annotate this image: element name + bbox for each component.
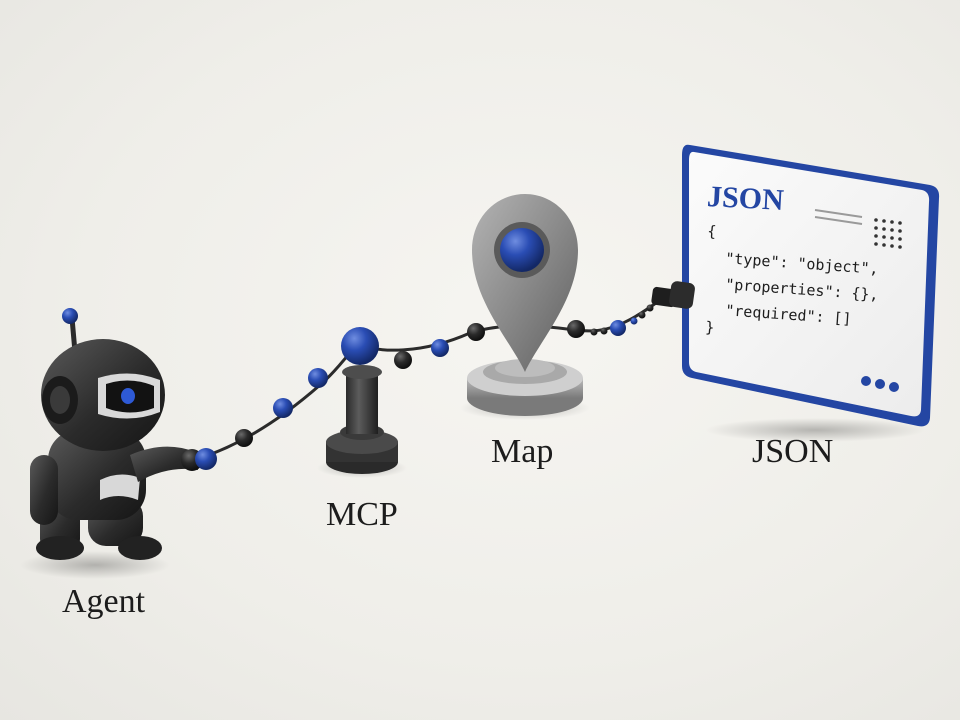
bead: [600, 327, 608, 335]
bead: [590, 328, 598, 336]
bead: [273, 398, 293, 418]
bead: [646, 304, 654, 312]
bead: [467, 323, 485, 341]
connection-wire: [199, 298, 661, 460]
map-label: Map: [491, 433, 554, 470]
bead: [394, 351, 412, 369]
mcp-post-icon: [326, 327, 398, 474]
robot-eye-icon: [121, 388, 135, 404]
antenna-bulb-icon: [62, 308, 78, 324]
more-dots-icon: [861, 376, 899, 392]
map-pin-icon: [467, 194, 583, 416]
bead: [638, 311, 646, 319]
json-card-icon: [682, 144, 940, 427]
bead: [610, 320, 626, 336]
bead: [195, 448, 217, 470]
dot-grid-icon: [874, 218, 902, 249]
mcp-label: MCP: [326, 496, 398, 533]
bead: [567, 320, 585, 338]
bead: [235, 429, 253, 447]
wire-beads: [195, 304, 654, 470]
bead: [630, 317, 638, 325]
agent-label: Agent: [62, 583, 146, 620]
robot-icon: [30, 308, 203, 560]
bead: [431, 339, 449, 357]
connector-plug-icon: [651, 281, 695, 309]
bead: [308, 368, 328, 388]
card-shadow: [705, 418, 925, 442]
json-label: JSON: [752, 433, 834, 470]
